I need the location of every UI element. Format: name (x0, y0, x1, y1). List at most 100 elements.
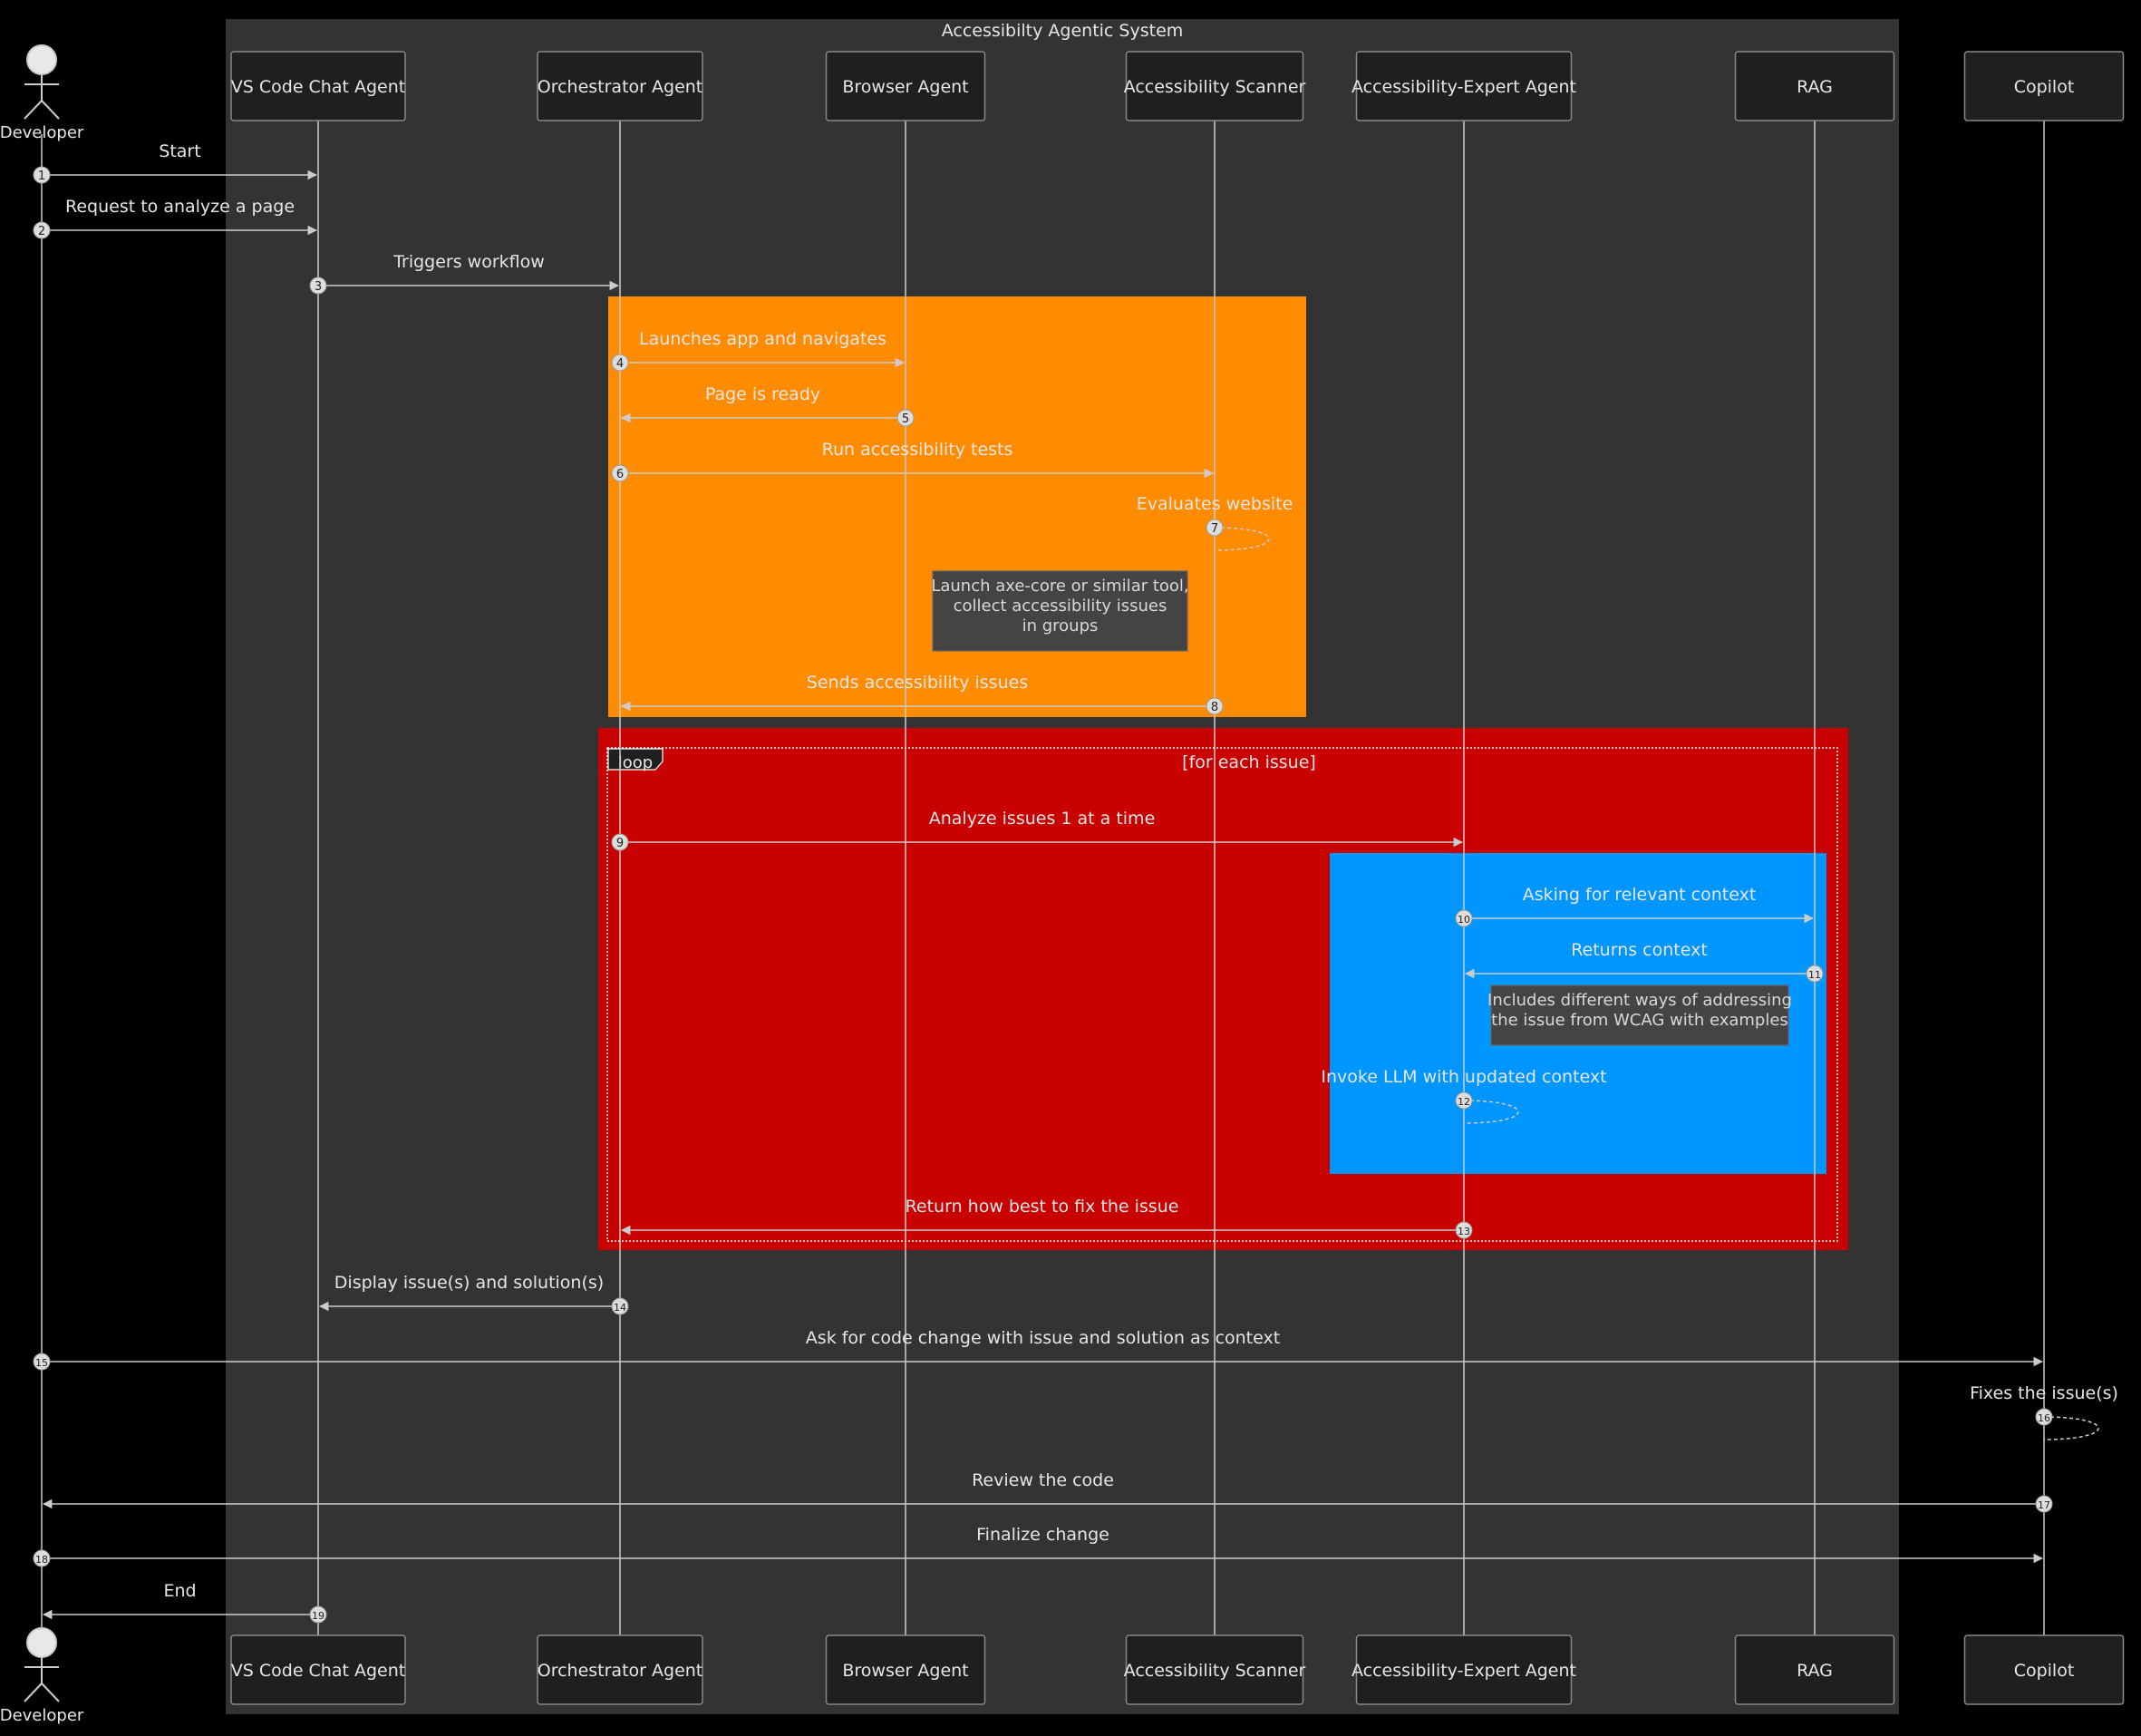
sequence-number: 13 (1458, 1226, 1470, 1237)
actor-leg-icon (24, 1683, 43, 1702)
participant-box (1355, 1634, 1573, 1705)
participant-label: Accessibility Scanner (1124, 1661, 1306, 1681)
sequence-number: 15 (35, 1357, 48, 1369)
sequence-number-badge (611, 833, 629, 851)
sequence-number-badge (33, 1353, 51, 1371)
participant-label: Accessibility-Expert Agent (1351, 1661, 1576, 1681)
sequence-number-badge (611, 354, 629, 372)
note-2: Includes different ways of addressingthe… (1487, 984, 1792, 1046)
message-label: Launches app and navigates (639, 329, 886, 349)
actor-head-icon (26, 44, 57, 75)
participant-box (1963, 51, 2125, 121)
sequence-number: 17 (2038, 1499, 2050, 1511)
sequence-number-badge (309, 276, 327, 295)
sequence-number: 5 (902, 412, 909, 426)
participant-brw-top: Browser Agent (825, 51, 986, 121)
sequence-number-badge (2035, 1495, 2053, 1513)
participant-orc-top: Orchestrator Agent (537, 51, 703, 121)
message-label: Asking for relevant context (1523, 885, 1757, 905)
message-12: Invoke LLM with updated context 12 (1321, 1067, 1607, 1124)
participant-box (825, 51, 986, 121)
message-label: Run accessibility tests (822, 440, 1013, 460)
sequence-number-badge (33, 221, 51, 239)
sequence-number: 2 (38, 225, 45, 238)
participant-box (1734, 51, 1895, 121)
message-5: Page is ready 5 (620, 384, 915, 427)
participant-exp-top: Accessibility-Expert Agent (1351, 51, 1576, 121)
self-message-line (1214, 527, 1270, 551)
note-line: collect accessibility issues (954, 596, 1167, 616)
participant-rag-bottom: RAG (1734, 1634, 1895, 1705)
participant-box (1125, 51, 1304, 121)
sequence-number-badge (309, 1605, 327, 1624)
participant-label: Browser Agent (842, 77, 968, 97)
participant-label: RAG (1797, 1661, 1833, 1681)
self-message-line (2043, 1416, 2099, 1440)
note-1: Launch axe-core or similar tool,collect … (931, 570, 1189, 652)
participant-exp-bottom: Accessibility-Expert Agent (1351, 1634, 1576, 1705)
note-line: the issue from WCAG with examples (1491, 1011, 1788, 1030)
participant-label: RAG (1797, 77, 1833, 97)
message-8: Sends accessibility issues 8 (620, 673, 1224, 715)
actor-label-top: Developer (0, 123, 84, 142)
participant-label: Browser Agent (842, 1661, 968, 1681)
participant-label: Copilot (2014, 77, 2075, 97)
message-label: Analyze issues 1 at a time (929, 809, 1156, 829)
participant-cop-bottom: Copilot (1963, 1634, 2125, 1705)
participant-box (537, 51, 703, 121)
sequence-number: 3 (315, 280, 322, 294)
message-label: Sends accessibility issues (807, 673, 1028, 693)
sequence-number-badge (1806, 965, 1824, 983)
participant-vsc-top: VS Code Chat Agent (230, 51, 406, 121)
sequence-number: 7 (1211, 522, 1218, 536)
sequence-number: 8 (1211, 701, 1218, 714)
message-label: Finalize change (976, 1525, 1109, 1545)
message-label: Invoke LLM with updated context (1321, 1067, 1606, 1087)
sequence-number: 12 (1458, 1096, 1470, 1108)
sequence-number: 6 (616, 468, 624, 481)
message-18: Finalize change 18 (33, 1525, 2044, 1567)
participant-cop-top: Copilot (1963, 51, 2125, 121)
sequence-number: 9 (616, 837, 624, 850)
participant-label: Orchestrator Agent (538, 1661, 703, 1681)
participant-rag-top: RAG (1734, 51, 1895, 121)
participant-label: VS Code Chat Agent (231, 1661, 405, 1681)
sequence-number: 16 (2038, 1412, 2050, 1424)
sequence-number-badge (1206, 697, 1224, 715)
message-14: Display issue(s) and solution(s)14 (318, 1273, 629, 1315)
sequence-number-badge (33, 1549, 51, 1567)
participant-box (1734, 1634, 1895, 1705)
message-label: Page is ready (705, 384, 820, 404)
message-label: Triggers workflow (392, 252, 545, 272)
sequence-number: 1 (38, 170, 45, 183)
message-16: Fixes the issue(s) 16 (1970, 1383, 2118, 1440)
actor-bottom: Developer (0, 1627, 84, 1725)
message-label: Fixes the issue(s) (1970, 1383, 2118, 1403)
sequence-number: 11 (1808, 969, 1821, 981)
sequence-number: 10 (1458, 914, 1470, 926)
note-box (932, 570, 1188, 652)
participant-box (1125, 1634, 1304, 1705)
message-label: Request to analyze a page (65, 197, 295, 217)
actor-leg-icon (41, 1683, 60, 1702)
note-line: Launch axe-core or similar tool, (931, 577, 1188, 596)
loop-label: loop (618, 753, 653, 772)
sequence-number: 18 (35, 1554, 48, 1566)
loop-label-box (607, 748, 664, 771)
sequence-number: 19 (312, 1610, 325, 1622)
participant-scn-bottom: Accessibility Scanner (1124, 1634, 1306, 1705)
actor-label-bottom: Developer (0, 1706, 84, 1725)
participant-orc-bottom: Orchestrator Agent (537, 1634, 703, 1705)
sequence-number-badge (611, 1297, 629, 1315)
sequence-number-badge (1206, 519, 1224, 537)
actor-top: Developer (0, 44, 84, 142)
message-10: Asking for relevant context 10 (1455, 885, 1815, 927)
sequence-number-badge (1455, 1091, 1473, 1110)
message-label: Returns context (1571, 940, 1708, 960)
participant-label: Orchestrator Agent (538, 77, 703, 97)
